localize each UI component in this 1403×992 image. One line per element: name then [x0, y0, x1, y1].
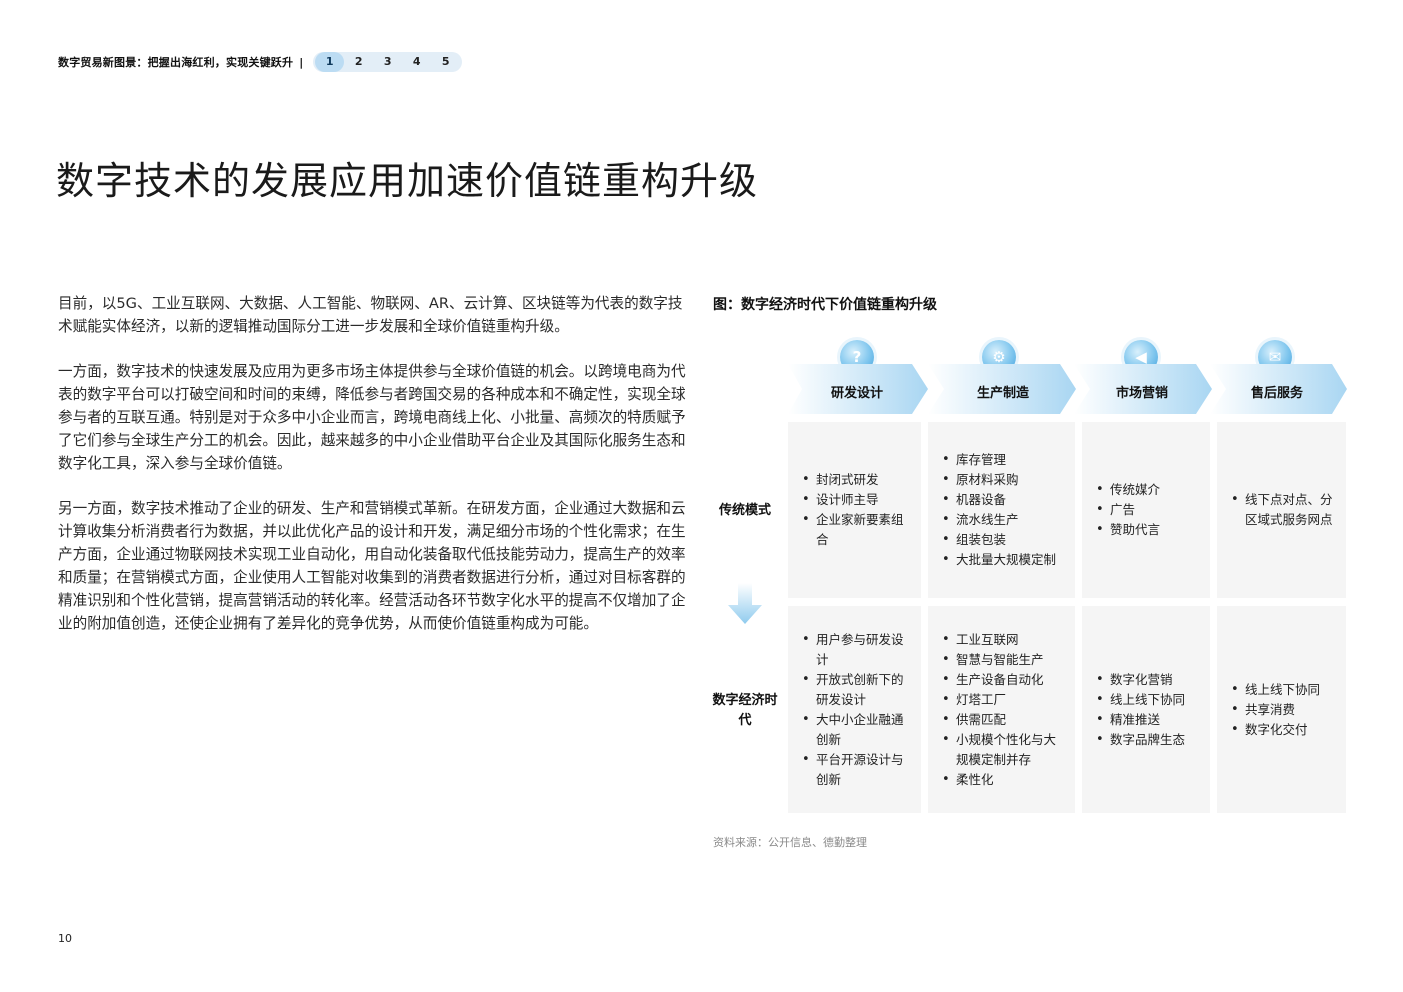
list-item: 生产设备自动化	[942, 670, 1067, 690]
list-item: 数字化营销	[1096, 670, 1202, 690]
list-item: 组装包装	[942, 530, 1067, 550]
cell-traditional-rd: 封闭式研发 设计师主导 企业家新要素组合	[788, 422, 921, 598]
list-item: 机器设备	[942, 490, 1067, 510]
row-label-digital: 数字经济时代	[712, 693, 778, 728]
list-item: 平台开源设计与创新	[802, 750, 913, 790]
list-item: 用户参与研发设计	[802, 630, 913, 670]
body-text: 目前，以5G、工业互联网、大数据、人工智能、物联网、AR、云计算、区块链等为代表…	[58, 292, 688, 657]
list-item: 广告	[1096, 500, 1202, 520]
chapter-link-4[interactable]: 4	[412, 55, 421, 68]
stage-rd-design: 研发设计	[788, 364, 930, 414]
page-title: 数字技术的发展应用加速价值链重构升级	[56, 159, 759, 203]
list-item: 数字化交付	[1231, 720, 1338, 740]
list-item: 原材料采购	[942, 470, 1067, 490]
stage-label-manufacturing: 生产制造	[976, 386, 1029, 401]
chapter-link-3[interactable]: 3	[383, 55, 392, 68]
stage-marketing: 市场营销	[1074, 364, 1214, 414]
arrow-down-icon	[728, 583, 762, 624]
header-separator: |	[299, 55, 304, 69]
list-item: 小规模个性化与大规模定制并存	[942, 730, 1067, 770]
list-item: 共享消费	[1231, 700, 1338, 720]
stage-label-marketing: 市场营销	[1115, 386, 1168, 401]
chapter-link-2[interactable]: 2	[354, 55, 363, 68]
stage-manufacturing: 生产制造	[928, 364, 1078, 414]
cell-digital-rd: 用户参与研发设计 开放式创新下的研发设计 大中小企业融通创新 平台开源设计与创新	[788, 606, 921, 813]
list-item: 大批量大规模定制	[942, 550, 1067, 570]
page-number: 10	[58, 932, 72, 945]
list-item: 数字品牌生态	[1096, 730, 1202, 750]
figure-title: 图：数字经济时代下价值链重构升级	[713, 297, 937, 313]
paragraph-one-hand: 一方面，数字技术的快速发展及应用为更多市场主体提供参与全球价值链的机会。以跨境电…	[58, 363, 686, 472]
list-item: 灯塔工厂	[942, 690, 1067, 710]
list-item: 库存管理	[942, 450, 1067, 470]
cell-traditional-manufacturing: 库存管理 原材料采购 机器设备 流水线生产 组装包装 大批量大规模定制	[928, 422, 1075, 598]
list-item: 封闭式研发	[802, 470, 913, 490]
figure-source: 资料来源：公开信息、德勤整理	[713, 836, 867, 849]
list-item: 赞助代言	[1096, 520, 1202, 540]
list-item: 线上线下协同	[1096, 690, 1202, 710]
chapter-pager: 1 2 3 4 5	[313, 52, 463, 72]
list-item: 线上线下协同	[1231, 680, 1338, 700]
list-item: 精准推送	[1096, 710, 1202, 730]
list-item: 开放式创新下的研发设计	[802, 670, 913, 710]
chapter-link-1[interactable]: 1	[315, 52, 345, 72]
cell-digital-after-sales: 线上线下协同 共享消费 数字化交付	[1217, 606, 1346, 813]
stage-after-sales: 售后服务	[1210, 364, 1348, 414]
list-item: 柔性化	[942, 770, 1067, 790]
list-item: 供需匹配	[942, 710, 1067, 730]
top-header: 数字贸易新图景：把握出海红利，实现关键跃升 | 1 2 3 4 5	[58, 52, 463, 72]
cell-digital-marketing: 数字化营销 线上线下协同 精准推送 数字品牌生态	[1082, 606, 1210, 813]
list-item: 传统媒介	[1096, 480, 1202, 500]
chapter-link-5[interactable]: 5	[441, 55, 450, 68]
paragraph-intro: 目前，以5G、工业互联网、大数据、人工智能、物联网、AR、云计算、区块链等为代表…	[58, 295, 683, 335]
cell-digital-manufacturing: 工业互联网 智慧与智能生产 生产设备自动化 灯塔工厂 供需匹配 小规模个性化与大…	[928, 606, 1075, 813]
list-item: 流水线生产	[942, 510, 1067, 530]
paragraph-other-hand: 另一方面，数字技术推动了企业的研发、生产和营销模式革新。在研发方面，企业通过大数…	[58, 500, 686, 632]
list-item: 企业家新要素组合	[802, 510, 913, 550]
report-title: 数字贸易新图景：把握出海红利，实现关键跃升	[58, 56, 294, 69]
list-item: 工业互联网	[942, 630, 1067, 650]
list-item: 智慧与智能生产	[942, 650, 1067, 670]
row-label-traditional: 传统模式	[718, 503, 771, 518]
list-item: 线下点对点、分区域式服务网点	[1231, 490, 1338, 530]
cell-traditional-marketing: 传统媒介 广告 赞助代言	[1082, 422, 1210, 598]
stage-label-after-sales: 售后服务	[1250, 386, 1303, 401]
stage-label-rd: 研发设计	[830, 386, 883, 401]
list-item: 大中小企业融通创新	[802, 710, 913, 750]
list-item: 设计师主导	[802, 490, 913, 510]
cell-traditional-after-sales: 线下点对点、分区域式服务网点	[1217, 422, 1346, 598]
